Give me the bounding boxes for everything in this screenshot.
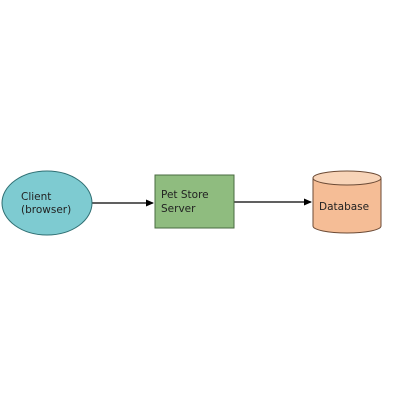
client-label-line2: (browser) (21, 204, 71, 216)
client-label-line1: Client (21, 191, 51, 203)
database-cylinder-body (312, 178, 382, 234)
server-node[interactable]: Pet Store Server (154, 174, 235, 229)
server-rect (154, 174, 235, 229)
database-label: Database (319, 201, 369, 213)
client-node[interactable]: Client (browser) (1, 170, 93, 236)
database-cylinder-top (312, 170, 382, 186)
database-node[interactable]: Database (312, 170, 382, 234)
client-ellipse (1, 170, 93, 236)
server-label-line2: Server (161, 203, 196, 215)
server-label-line1: Pet Store (161, 189, 209, 201)
